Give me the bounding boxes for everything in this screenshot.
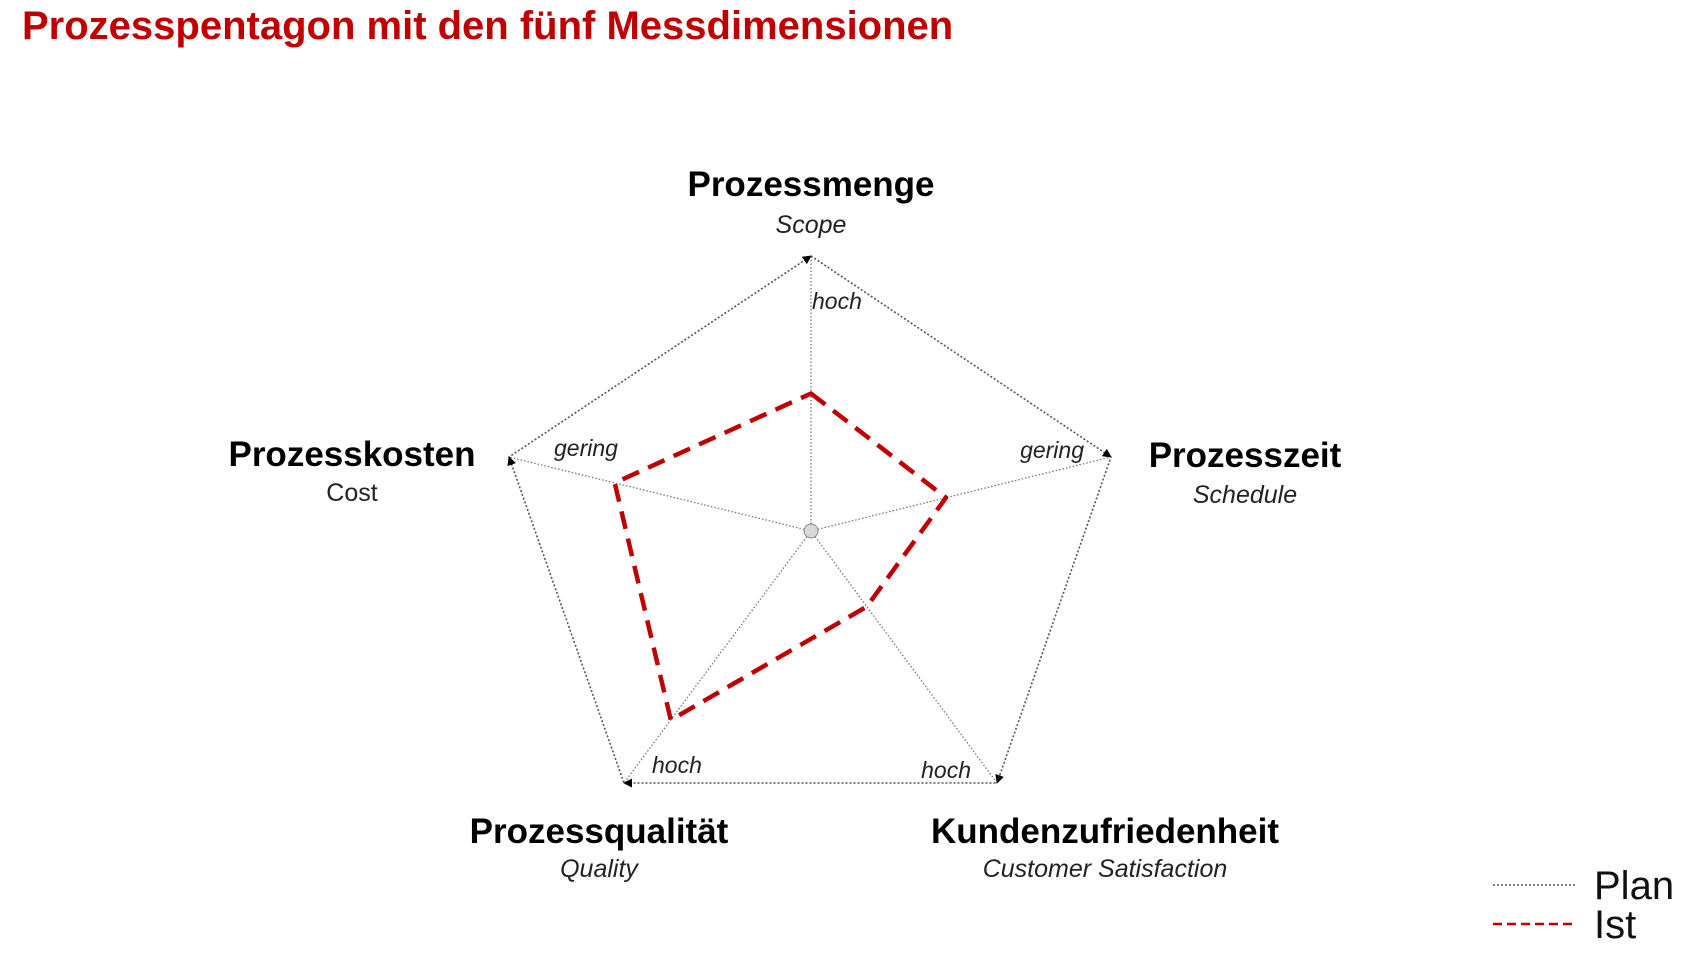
scale-label-prozessmenge: hoch	[812, 288, 862, 314]
axis-title-prozessqualitaet: Prozessqualität	[470, 812, 729, 851]
scale-label-prozesskosten: gering	[554, 435, 618, 461]
page-title: Prozesspentagon mit den fünf Messdimensi…	[22, 4, 954, 48]
plan-pentagon-outline	[507, 255, 1112, 788]
axis-spoke-prozesszeit	[810, 456, 1112, 532]
axis-title-kundenzufriedenheit: Kundenzufriedenheit	[931, 812, 1279, 851]
scale-label-kundenzufriedenheit: hoch	[921, 757, 971, 783]
scale-label-prozessqualitaet: hoch	[652, 752, 702, 778]
axis-spoke-prozesskosten	[508, 456, 812, 532]
axis-title-prozesszeit: Prozesszeit	[1149, 436, 1342, 475]
axis-title-prozessmenge: Prozessmenge	[687, 165, 934, 204]
center-point	[803, 523, 819, 539]
axis-subtitle-prozesszeit: Schedule	[1193, 481, 1297, 509]
legend-label-ist: Ist	[1594, 903, 1636, 947]
series-ist-polygon	[612, 391, 949, 723]
axis-spoke-kundenzufriedenheit	[810, 530, 998, 784]
axis-subtitle-prozessqualitaet: Quality	[560, 855, 639, 883]
series-plan-polygon	[508, 255, 1112, 784]
series-layer	[612, 391, 949, 723]
axis-title-prozesskosten: Prozesskosten	[228, 435, 475, 474]
legend-label-plan: Plan	[1594, 864, 1674, 908]
axis-subtitle-prozessmenge: Scope	[776, 211, 847, 239]
axis-labels: ProzessmengeScopehochProzesszeitSchedule…	[228, 165, 1341, 883]
axis-subtitle-prozesskosten: Cost	[326, 479, 377, 507]
scale-label-prozesszeit: gering	[1020, 437, 1084, 463]
axis-subtitle-kundenzufriedenheit: Customer Satisfaction	[983, 855, 1228, 883]
axis-spokes	[508, 256, 1112, 784]
